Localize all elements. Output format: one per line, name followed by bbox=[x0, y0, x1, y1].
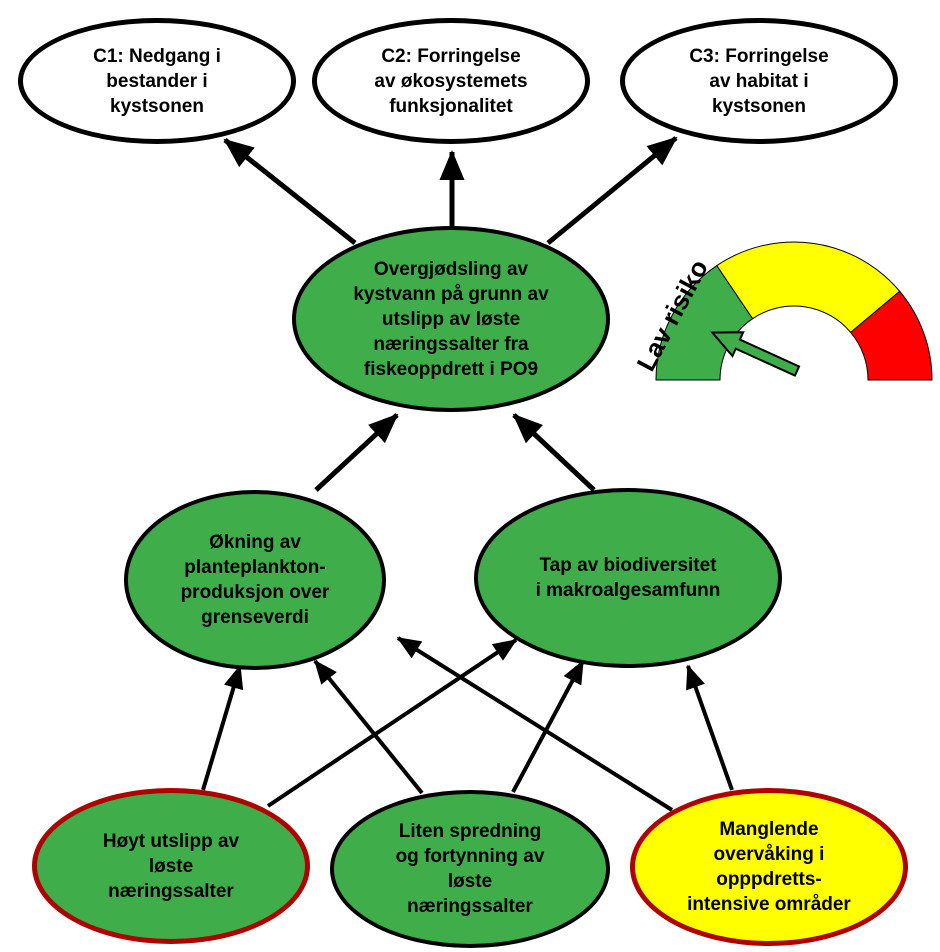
central-label: Overgjødsling av kystvann på grunn av ut… bbox=[353, 258, 549, 380]
arrow-d2-to-e2 bbox=[511, 659, 585, 793]
effect-label-e2: Tap av biodiversitet i makroalgesamfunn bbox=[535, 555, 721, 601]
gauge-needle-arrow bbox=[710, 331, 801, 377]
gauge-segment-medium bbox=[716, 241, 901, 334]
arrow-e2-to-central bbox=[512, 413, 596, 492]
effect-node-e2: Tap av biodiversitet i makroalgesamfunn bbox=[474, 488, 782, 668]
arrow-central-to-c1 bbox=[223, 138, 357, 245]
arrow-d1-to-e1 bbox=[201, 664, 244, 791]
central-node: Overgjødsling av kystvann på grunn av ut… bbox=[292, 226, 610, 412]
driver-label-d1: Høyt utslipp av løste næringssalter bbox=[102, 830, 240, 902]
consequence-node-c3: C3: Forringelse av habitat i kystsonen bbox=[620, 18, 898, 144]
driver-node-d3: Manglende overvåking i opppdretts- inten… bbox=[630, 788, 908, 946]
risk-gauge bbox=[655, 241, 933, 381]
gauge-segment-high bbox=[849, 290, 933, 381]
consequence-node-c2: C2: Forringelse av økosystemets funksjon… bbox=[312, 18, 590, 144]
consequence-node-c1: C1: Nedgang i bestander i kystsonen bbox=[18, 18, 296, 144]
driver-label-d2: Liten spredning og fortynning av løste n… bbox=[395, 821, 545, 917]
effect-label-e1: Økning av planteplankton- produksjon ove… bbox=[180, 532, 330, 628]
consequence-label-c3: C3: Forringelse av habitat i kystsonen bbox=[689, 45, 829, 117]
arrow-d3-to-e1 bbox=[396, 636, 674, 812]
arrow-d1-to-e2 bbox=[266, 638, 518, 808]
driver-node-d1: Høyt utslipp av løste næringssalter bbox=[32, 788, 310, 944]
arrow-central-to-c3 bbox=[546, 136, 678, 245]
consequence-label-c1: C1: Nedgang i bestander i kystsonen bbox=[93, 45, 221, 117]
arrow-e1-to-central bbox=[314, 413, 399, 492]
arrow-d3-to-e2 bbox=[686, 664, 734, 791]
driver-label-d3: Manglende overvåking i opppdretts- inten… bbox=[687, 819, 851, 915]
driver-node-d2: Liten spredning og fortynning av løste n… bbox=[330, 790, 610, 948]
consequence-label-c2: C2: Forringelse av økosystemets funksjon… bbox=[374, 45, 528, 117]
effect-node-e1: Økning av planteplankton- produksjon ove… bbox=[124, 490, 386, 670]
arrow-d2-to-e1 bbox=[313, 659, 424, 795]
